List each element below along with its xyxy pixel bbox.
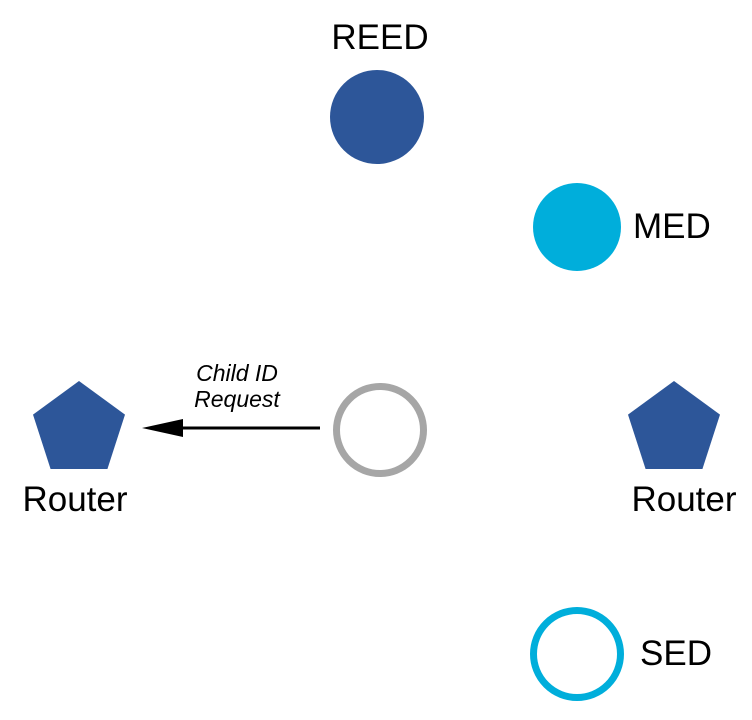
- child-id-request-label-line2: Request: [194, 386, 280, 412]
- router-left-label: Router: [22, 480, 128, 519]
- router-left-node-icon: [33, 381, 125, 469]
- sed-node-icon: [530, 607, 624, 701]
- child-id-request-arrow-icon: [142, 419, 320, 437]
- child-id-request-label-line1: Child ID: [196, 360, 278, 386]
- med-label: MED: [633, 207, 711, 246]
- sed-label: SED: [640, 634, 712, 673]
- router-right-label: Router: [631, 480, 737, 519]
- med-node-icon: [533, 183, 621, 271]
- reed-node-icon: [330, 70, 424, 164]
- router-right-node-icon: [628, 381, 720, 469]
- joining-device-node-icon: [333, 383, 427, 477]
- child-id-request-label: Child ID Request: [157, 360, 317, 412]
- reed-label: REED: [331, 18, 429, 57]
